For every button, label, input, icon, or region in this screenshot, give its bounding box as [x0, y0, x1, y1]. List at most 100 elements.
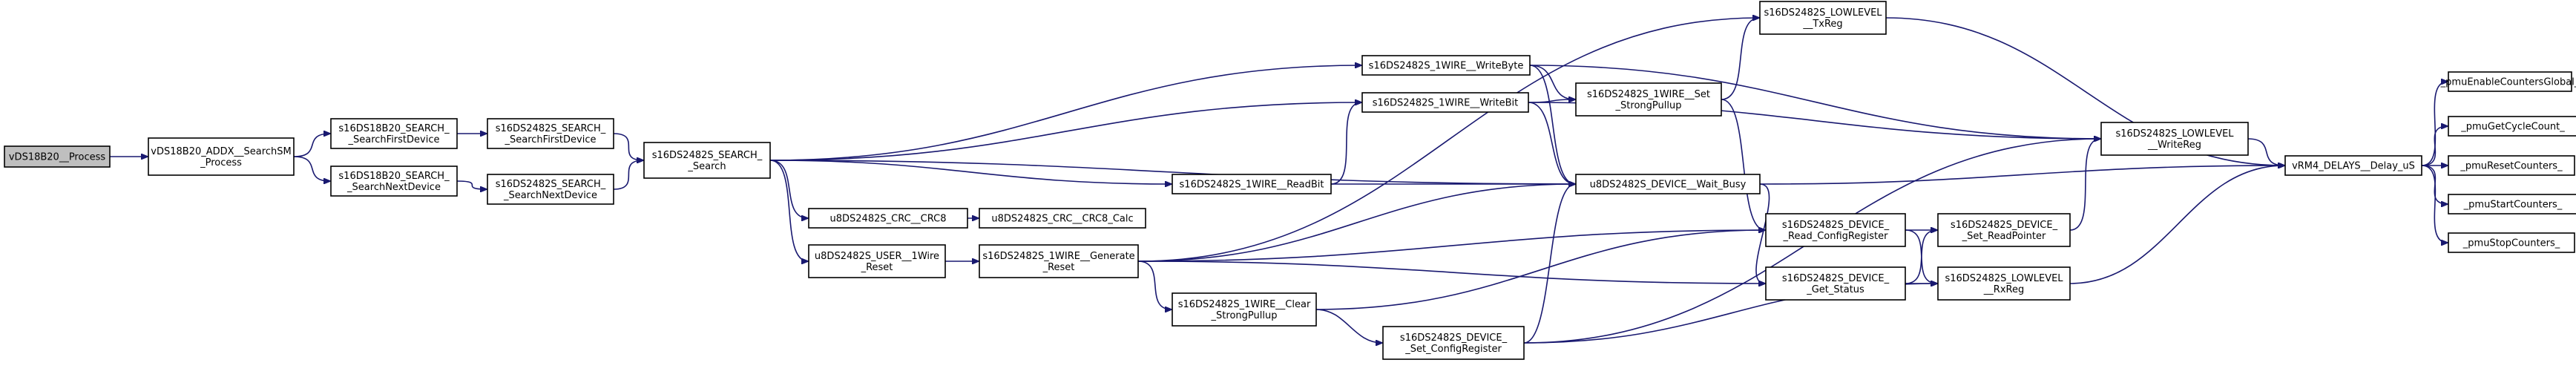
- edge-searchsm-to-ds_next: [293, 156, 330, 181]
- node-box: [148, 137, 295, 176]
- node-set-rp[interactable]: s16DS2482S_DEVICE__Set_ReadPointer: [1937, 213, 2071, 247]
- edge-search-to-waitbusy: [769, 160, 1575, 184]
- edge-2482_first-to-search: [613, 133, 643, 160]
- node-box: [1172, 292, 1317, 327]
- node-2482-first[interactable]: s16DS2482S_SEARCH__SearchFirstDevice: [487, 118, 614, 149]
- node-label: s16DS2482S_DEVICE_: [1782, 273, 1890, 284]
- node-label: _pmuGetCycleCount_: [2460, 122, 2565, 133]
- node-pmu-enable[interactable]: _pmuEnableCountersGlobal_: [2440, 71, 2576, 92]
- node-writebyte[interactable]: s16DS2482S_1WIRE__WriteByte: [1361, 55, 1531, 76]
- node-label: _pmuStopCounters_: [2462, 238, 2560, 249]
- node-searchsm[interactable]: vDS18B20_ADDX__SearchSM_Process: [148, 137, 295, 176]
- node-label: _Reset: [1042, 262, 1075, 273]
- node-delay[interactable]: vRM4_DELAYS__Delay_uS: [2284, 155, 2422, 176]
- node-txreg[interactable]: s16DS2482S_LOWLEVEL__TxReg: [1759, 1, 1887, 35]
- node-set-cfg[interactable]: s16DS2482S_DEVICE__Set_ConfigRegister: [1382, 326, 1525, 360]
- node-label: _pmuStartCounters_: [2463, 200, 2563, 211]
- node-box: [2284, 155, 2422, 176]
- node-search[interactable]: s16DS2482S_SEARCH__Search: [643, 142, 771, 179]
- node-ds-first[interactable]: s16DS18B20_SEARCH__SearchFirstDevice: [330, 118, 458, 149]
- edges-layer: [109, 17, 2448, 343]
- node-box: [1382, 326, 1525, 360]
- node-label: _SearchFirstDevice: [348, 134, 440, 145]
- node-clear-pullup[interactable]: s16DS2482S_1WIRE__Clear_StrongPullup: [1172, 292, 1317, 327]
- node-label: _pmuResetCounters_: [2460, 161, 2563, 172]
- node-box: [808, 208, 968, 229]
- node-box: [2448, 232, 2575, 253]
- node-gen-reset[interactable]: s16DS2482S_1WIRE__Generate_Reset: [979, 244, 1139, 278]
- edge-gen_reset-to-get_status: [1137, 261, 1765, 284]
- node-box: [330, 118, 458, 149]
- node-crc8[interactable]: u8DS2482S_CRC__CRC8: [808, 208, 968, 229]
- edge-gen_reset-to-txreg: [1137, 18, 1759, 262]
- edge-delay-to-pmu_cycle: [2421, 126, 2448, 166]
- node-label: s16DS2482S_DEVICE_: [1951, 220, 2058, 231]
- node-label: u8DS2482S_DEVICE__Wait_Busy: [1590, 180, 1747, 191]
- node-set-pullup[interactable]: s16DS2482S_1WIRE__Set_StrongPullup: [1575, 82, 1722, 117]
- node-writereg[interactable]: s16DS2482S_LOWLEVEL__WriteReg: [2100, 122, 2249, 156]
- node-box: [1575, 82, 1722, 117]
- node-label: s16DS2482S_1WIRE__Set: [1587, 89, 1710, 100]
- node-label: vRM4_DELAYS__Delay_uS: [2292, 161, 2415, 172]
- node-writebit[interactable]: s16DS2482S_1WIRE__WriteBit: [1361, 92, 1529, 113]
- edge-set_pullup-to-txreg: [1721, 18, 1759, 100]
- node-label: vDS18B20_ADDX__SearchSM: [151, 146, 291, 157]
- node-box: [1172, 174, 1332, 194]
- node-label: s16DS2482S_DEVICE_: [1400, 332, 1508, 344]
- node-box: [2448, 116, 2576, 137]
- node-get-status[interactable]: s16DS2482S_DEVICE__Get_Status: [1765, 266, 1906, 301]
- node-box: [2100, 122, 2249, 156]
- node-pmu-cycle[interactable]: _pmuGetCycleCount_: [2448, 116, 2576, 137]
- node-label: s16DS2482S_SEARCH_: [496, 179, 606, 190]
- node-label: s16DS2482S_LOWLEVEL: [2115, 128, 2234, 140]
- node-label: _Reset: [861, 262, 893, 273]
- node-label: _Search: [687, 161, 726, 172]
- node-readbit[interactable]: s16DS2482S_1WIRE__ReadBit: [1172, 174, 1332, 194]
- node-label: _Set_ConfigRegister: [1404, 344, 1502, 355]
- node-ds-next[interactable]: s16DS18B20_SEARCH__SearchNextDevice: [330, 166, 458, 197]
- edge-search-to-writebyte: [769, 65, 1361, 161]
- node-label: s16DS2482S_1WIRE__ReadBit: [1180, 180, 1324, 191]
- node-label: s16DS2482S_DEVICE_: [1782, 220, 1890, 231]
- node-box: [808, 244, 946, 278]
- node-box: [2448, 155, 2575, 176]
- node-label: s16DS2482S_LOWLEVEL: [1764, 7, 1882, 19]
- node-pmu-reset[interactable]: _pmuResetCounters_: [2448, 155, 2575, 176]
- node-read-cfg[interactable]: s16DS2482S_DEVICE__Read_ConfigRegister: [1765, 213, 1906, 247]
- edge-txreg-to-delay: [1885, 17, 2284, 166]
- edge-gen_reset-to-waitbusy: [1137, 184, 1575, 262]
- node-label: _Get_Status: [1806, 284, 1864, 295]
- node-box: [979, 244, 1139, 278]
- node-box: [487, 118, 614, 149]
- node-label: __TxReg: [1802, 19, 1842, 30]
- edge-writereg-to-delay: [2247, 138, 2284, 166]
- node-label: u8DS2482S_CRC__CRC8: [830, 214, 947, 225]
- node-2482-next[interactable]: s16DS2482S_SEARCH__SearchNextDevice: [487, 174, 614, 205]
- edge-search-to-crc8: [769, 160, 808, 218]
- node-label: _Set_ReadPointer: [1962, 231, 2046, 242]
- node-label: s16DS2482S_1WIRE__WriteBit: [1373, 98, 1519, 109]
- node-user-reset[interactable]: u8DS2482S_USER__1Wire_Reset: [808, 244, 946, 278]
- edge-search-to-user_reset: [769, 160, 808, 261]
- node-pmu-stop[interactable]: _pmuStopCounters_: [2448, 232, 2575, 253]
- node-box: [1361, 92, 1529, 113]
- node-rxreg[interactable]: s16DS2482S_LOWLEVEL__RxReg: [1937, 266, 2071, 301]
- node-label: s16DS18B20_SEARCH_: [338, 123, 450, 134]
- node-label: s16DS2482S_1WIRE__Generate: [982, 251, 1134, 262]
- edge-ds_next-to-2482_next: [456, 180, 487, 189]
- node-waitbusy[interactable]: u8DS2482S_DEVICE__Wait_Busy: [1575, 174, 1761, 194]
- node-pmu-start[interactable]: _pmuStartCounters_: [2448, 194, 2576, 214]
- node-box: [1759, 1, 1887, 35]
- edge-delay-to-pmu_stop: [2421, 165, 2448, 243]
- node-crc8calc[interactable]: u8DS2482S_CRC__CRC8_Calc: [979, 208, 1146, 229]
- node-box: [2448, 194, 2576, 214]
- edge-gen_reset-to-read_cfg: [1137, 230, 1765, 262]
- edge-2482_next-to-search: [613, 160, 643, 190]
- node-label: vDS18B20__Process: [9, 152, 106, 163]
- node-box: [1765, 213, 1906, 247]
- node-process[interactable]: vDS18B20__Process: [4, 145, 111, 168]
- node-box: [1937, 266, 2071, 301]
- node-box: [1765, 266, 1906, 301]
- edge-get_status-to-set_rp: [1905, 230, 1937, 284]
